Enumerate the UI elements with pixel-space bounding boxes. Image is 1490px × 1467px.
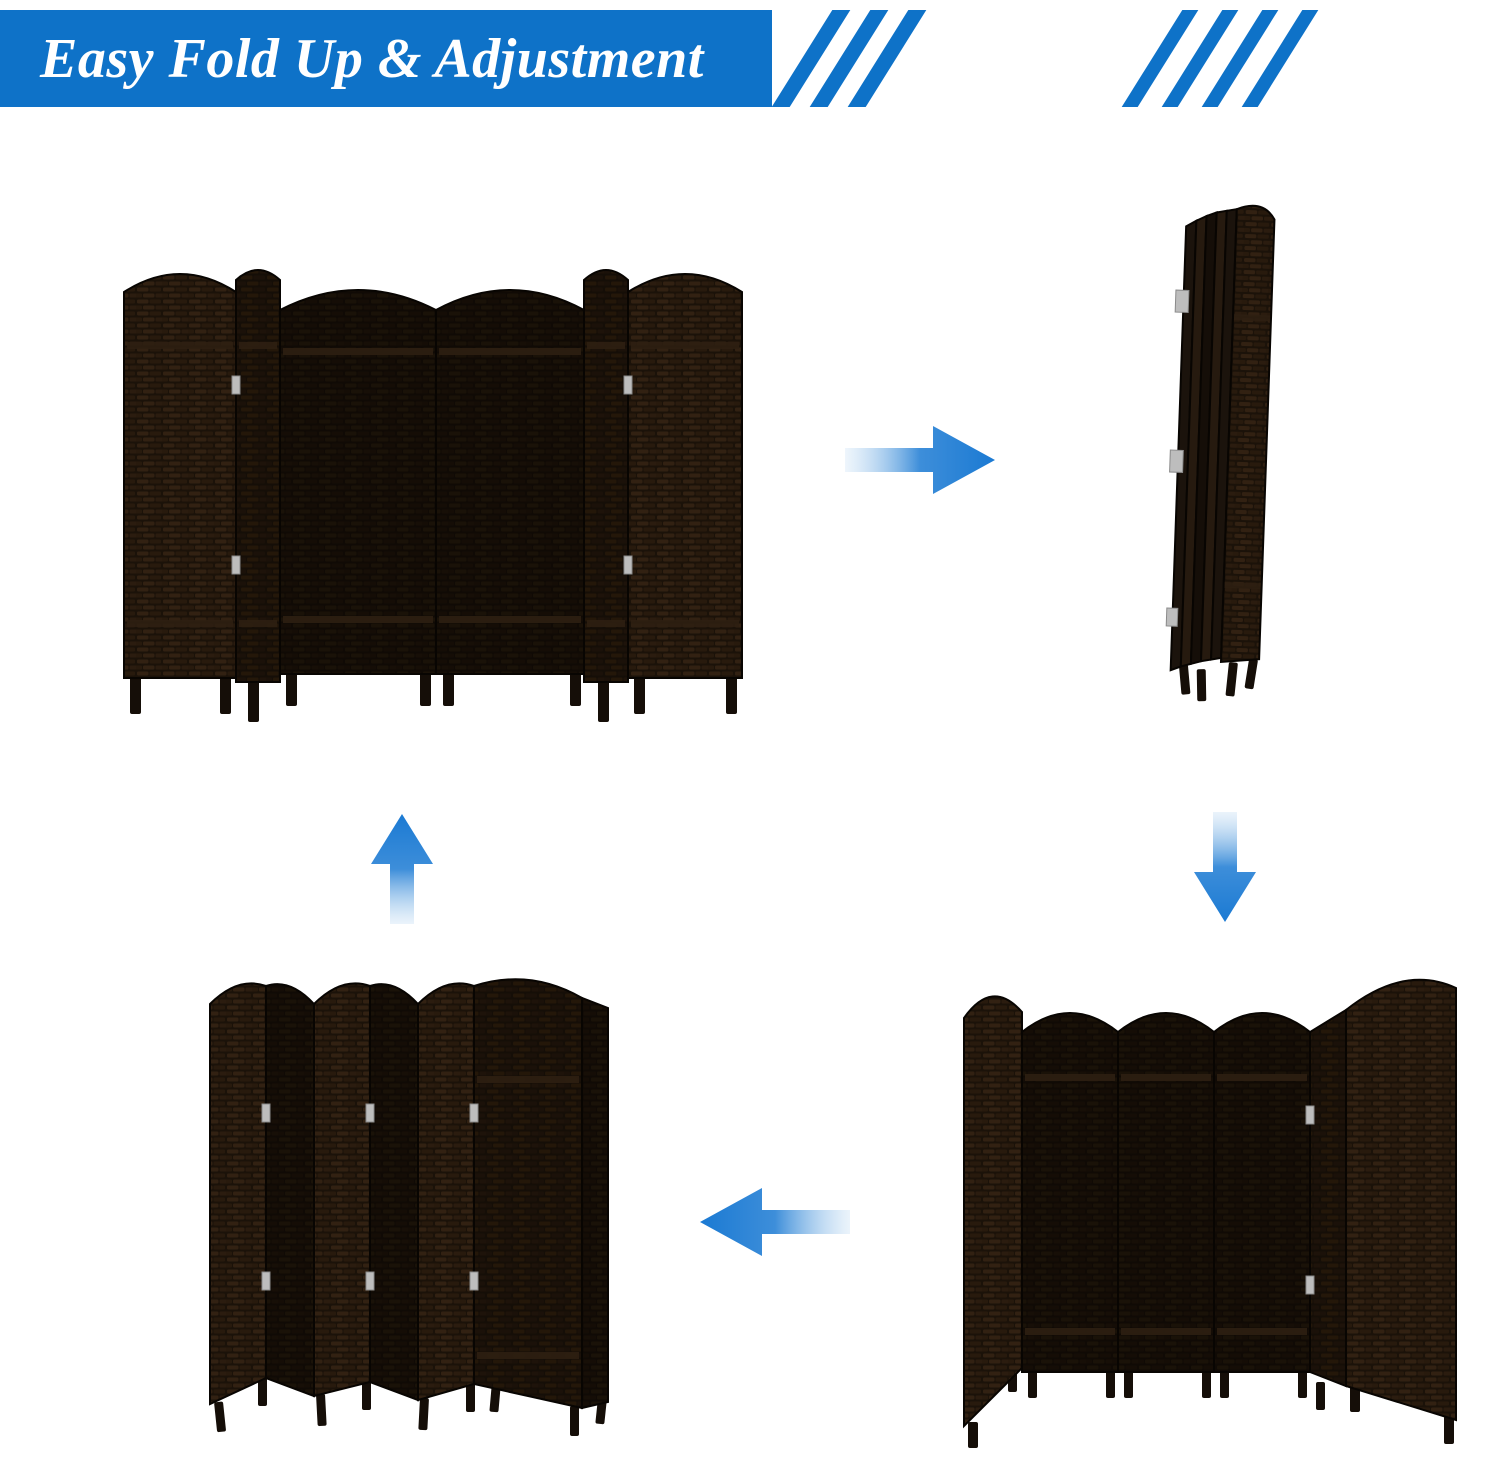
divider-feet [214,1376,607,1436]
photo-divider-partially-open [963,978,1457,1448]
banner-stripe [1121,10,1199,107]
arrow-up-icon [371,814,433,924]
arrow-right-icon [845,426,995,494]
divider-rails [127,342,739,627]
photo-divider-fully-open [123,269,743,722]
divider-feet [1179,658,1258,702]
photo-divider-folded-flat [1165,204,1276,702]
banner-stripe [847,10,927,107]
hinge-icon [261,1103,479,1291]
hinge-icon [1165,289,1190,627]
divider-feet [130,672,737,722]
arrow-down-icon [1194,812,1256,922]
hinge-icon [231,375,633,575]
header-banner: Easy Fold Up & Adjustment [0,10,772,107]
page-title: Easy Fold Up & Adjustment [40,27,704,90]
photo-divider-accordion-folded [209,978,609,1436]
divider-rails [477,1076,579,1359]
arrow-left-icon [700,1188,850,1256]
hinge-icon [1305,1105,1315,1295]
divider-rails [1025,1074,1307,1335]
